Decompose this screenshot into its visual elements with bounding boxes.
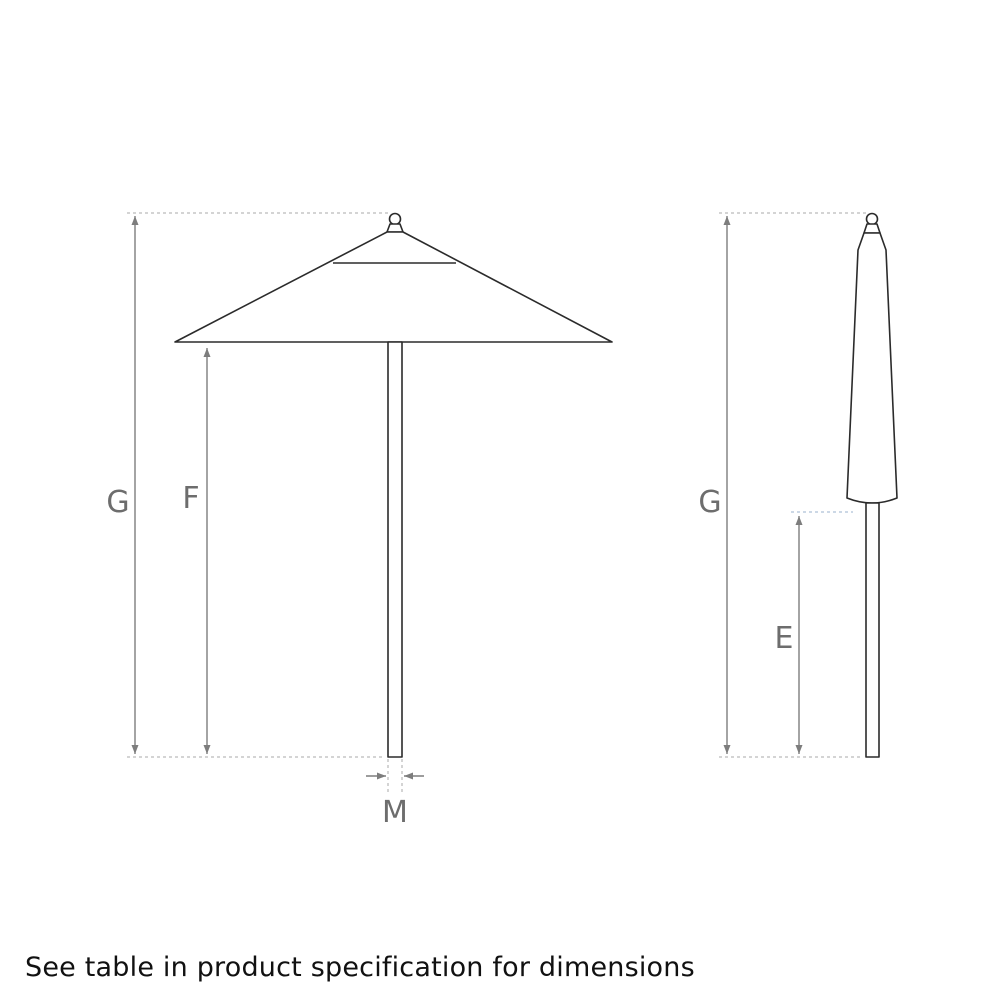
dimension-m-pole-diameter: M	[366, 759, 424, 830]
closed-umbrella-side-view	[846, 212, 898, 758]
dimension-label-f: F	[182, 481, 199, 516]
closed-umbrella-finial-ball	[865, 212, 879, 226]
closed-umbrella-finial-neck	[863, 223, 881, 234]
dimension-label-g-open: G	[106, 485, 129, 520]
open-umbrella-canopy	[174, 231, 613, 343]
closed-umbrella-pole	[865, 502, 880, 758]
closed-umbrella-canopy	[846, 232, 898, 504]
open-umbrella-finial-neck	[386, 223, 404, 233]
dimension-f-open: F	[182, 348, 211, 754]
open-umbrella-pole	[387, 341, 403, 758]
footer-note: See table in product specification for d…	[25, 952, 695, 983]
dimension-g-open: G	[106, 212, 390, 758]
open-umbrella-finial-ball	[388, 212, 402, 226]
dimension-label-m: M	[382, 795, 408, 830]
dimension-label-e: E	[775, 621, 794, 656]
dimension-g-closed: G	[698, 212, 866, 758]
dimension-label-g-closed: G	[698, 485, 721, 520]
open-umbrella-front-view	[174, 212, 613, 758]
dimension-e-closed: E	[775, 511, 853, 754]
